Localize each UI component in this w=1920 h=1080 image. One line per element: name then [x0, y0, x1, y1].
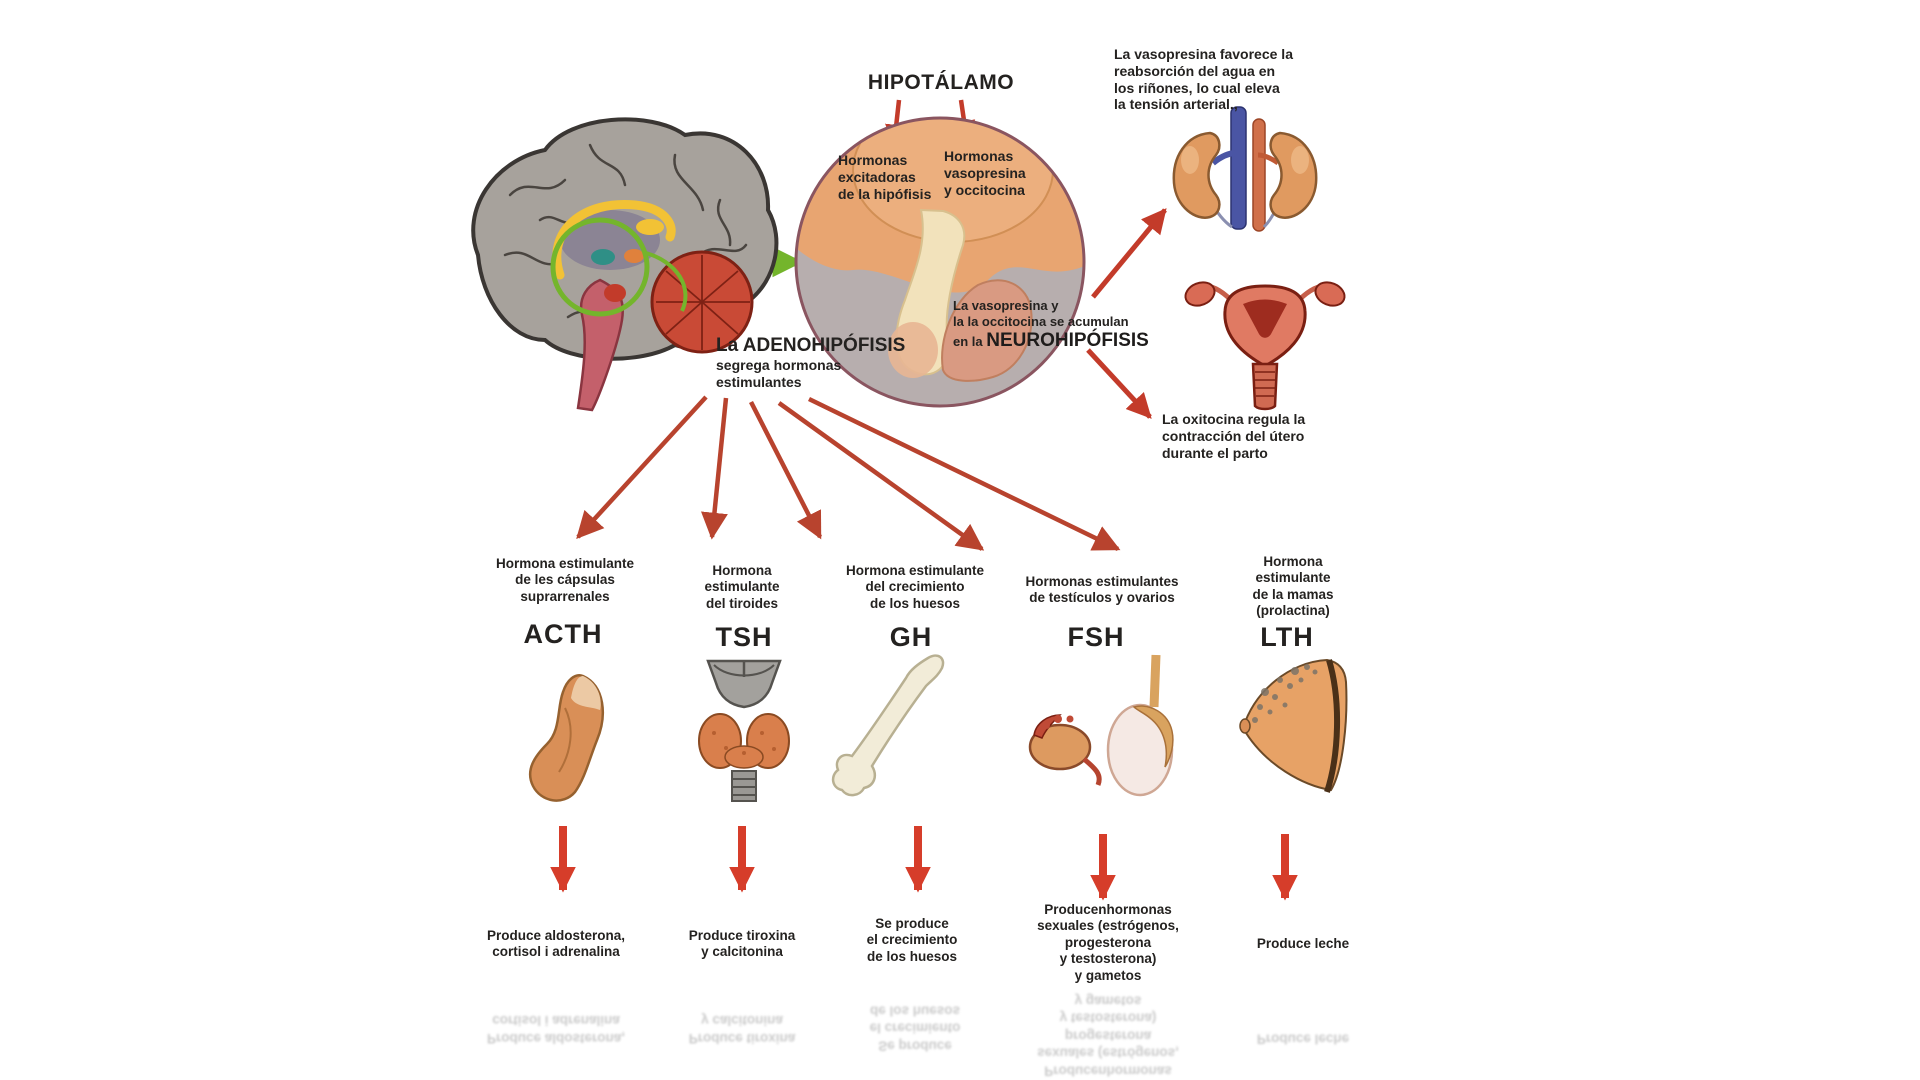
acth-acronym: ACTH — [523, 619, 603, 649]
pituitary-right-label: Hormonas vasopresina y occitocina — [944, 148, 1026, 199]
fsh-top-label: Hormonas estimulantes de testículos y ov… — [1025, 574, 1179, 606]
neurohypophysis-caption: La vasopresina y la la occitocina se acu… — [953, 298, 1149, 352]
fsh-acronym: FSH — [1067, 622, 1125, 652]
gh-bottom-label: Se produce el crecimiento de los huesos — [866, 916, 958, 964]
adenohypophysis-sub: segrega hormonas estimulantes — [716, 357, 842, 391]
limbic-blob — [636, 219, 664, 235]
acth-top-label: Hormona estimulante de les cápsulas supr… — [495, 556, 635, 604]
gh-top-label: Hormona estimulante del crecimiento de l… — [845, 563, 985, 611]
acth-reflection-text: Produce aldosterona, cortisol i adrenali… — [486, 1013, 626, 1047]
fsh-bottom-label: Producenhormonas sexuales (estrógenos, p… — [1037, 902, 1179, 983]
fan-arrow-gh — [748, 400, 823, 540]
neurohypophysis-line3-prefix: en la — [953, 333, 987, 349]
lth-bottom-label: Produce leche — [1256, 936, 1350, 951]
fan-arrow-acth — [576, 395, 708, 539]
arrow-to-kidneys — [1091, 208, 1167, 299]
arrow-to-oxytocin-note — [1086, 348, 1152, 419]
fsh-reflection-text: Producenhormonas sexuales (estrógenos, p… — [1037, 993, 1179, 1079]
posterior-lobe — [941, 279, 1033, 382]
neurohypophysis-line1: La vasopresina y — [953, 298, 1059, 313]
midbrain-teal — [591, 249, 615, 265]
cerebellum — [650, 250, 754, 354]
uterine-cavity — [1243, 299, 1287, 338]
hypothalamus-title: HIPOTÁLAMO — [867, 71, 1015, 94]
right-kidney — [1269, 131, 1318, 219]
tsh-acronym: TSH — [715, 622, 773, 652]
tsh-reflection-text: Produce tiroxina y calcitonina — [688, 1013, 796, 1047]
fan-arrow-fsh — [777, 401, 985, 551]
breast-illustration — [1239, 658, 1348, 793]
neurohypophysis-word: NEUROHIPÓFISIS — [986, 329, 1149, 351]
thyroid-illustration — [698, 659, 790, 802]
lth-top-label: Hormona estimulante de la mamas (prolact… — [1252, 554, 1334, 619]
aorta — [1252, 118, 1266, 232]
ovary-and-testis-illustration — [1028, 654, 1174, 797]
adenohypophysis-heading: La ADENOHIPÓFISIS — [716, 335, 906, 356]
cervix-vagina — [1251, 362, 1279, 411]
vena-cava — [1230, 106, 1247, 230]
kidneys-illustration — [1172, 106, 1318, 232]
adrenal-gland-illustration — [528, 674, 604, 802]
nipple — [1239, 718, 1251, 734]
tsh-top-label: Hormona estimulante del tiroides — [704, 563, 780, 611]
ovary — [1028, 723, 1092, 771]
tsh-bottom-label: Produce tiroxina y calcitonina — [688, 928, 796, 960]
epididymis — [1132, 705, 1174, 768]
green-highlight-arc — [645, 251, 688, 312]
left-kidney — [1172, 131, 1221, 219]
ovary-right — [1314, 281, 1346, 307]
lth-reflection-text: Produce leche — [1256, 1031, 1350, 1047]
neurohypophysis-line2: la la occitocina se acumulan — [953, 313, 1129, 329]
adenohypophysis-caption: La ADENOHIPÓFISIS segrega hormonas estim… — [716, 334, 905, 391]
uterus-illustration — [1184, 281, 1346, 411]
fan-arrow-lth — [808, 396, 1121, 552]
ovary-ligament — [1082, 757, 1102, 786]
gh-acronym: GH — [889, 622, 933, 652]
glandular-tissue — [1252, 664, 1318, 723]
oxytocin-note: La oxitocina regula la contracción del ú… — [1162, 411, 1306, 461]
pituitary-gland-dot — [604, 284, 626, 302]
pituitary-circle-illustration — [794, 116, 1086, 408]
spermatic-cord — [1149, 654, 1161, 708]
ovary-left — [1184, 281, 1216, 307]
vasopressin-note: La vasopresina favorece la reabsorción d… — [1114, 46, 1293, 113]
lth-acronym: LTH — [1260, 622, 1314, 652]
chest-wall-line — [1324, 659, 1340, 793]
midbrain-orange — [624, 249, 644, 263]
brain-illustration — [471, 117, 779, 412]
pituitary-left-label: Hormonas excitadoras de la hipófisis — [838, 152, 932, 203]
fan-arrow-tsh — [701, 397, 729, 540]
bone-illustration — [831, 654, 945, 797]
acth-bottom-label: Produce aldosterona, cortisol i adrenali… — [486, 928, 626, 960]
gh-reflection-text: Se produce el crecimiento de los huesos — [869, 1003, 961, 1054]
green-highlight-circle — [550, 217, 650, 317]
